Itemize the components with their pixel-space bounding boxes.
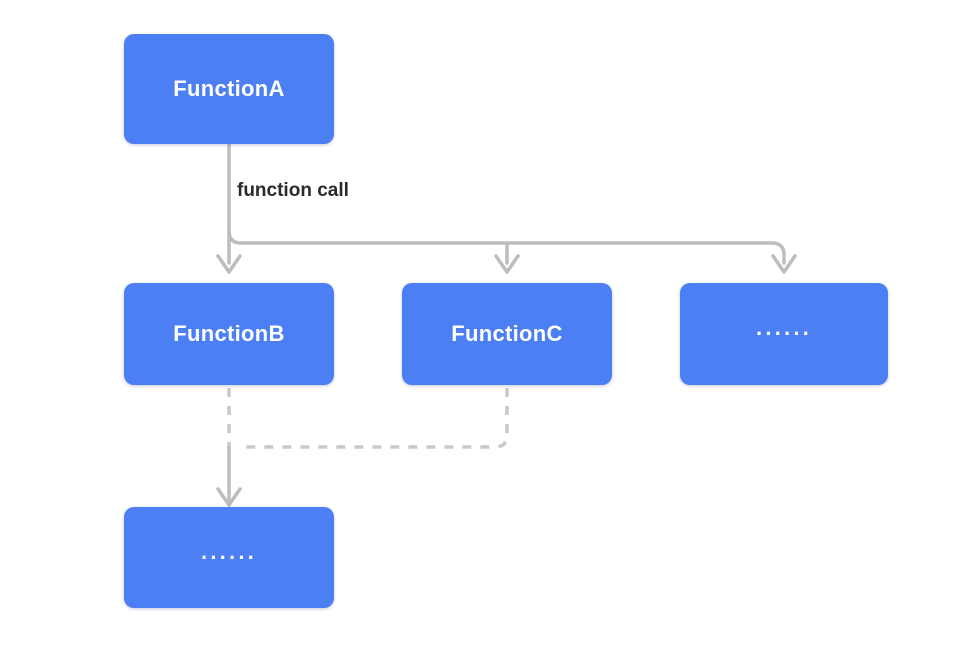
arrowhead-to-function-c: [494, 254, 520, 274]
node-function-a-label: FunctionA: [173, 76, 285, 101]
node-more-siblings-label: ······: [756, 321, 812, 346]
node-function-b[interactable]: FunctionB: [124, 283, 334, 385]
arrowhead-to-more-siblings: [771, 254, 797, 274]
edge-label-function-call: function call: [237, 180, 349, 201]
node-more-children[interactable]: ······: [124, 507, 334, 608]
edge-distribution-bar: [227, 229, 786, 265]
node-function-b-label: FunctionB: [173, 321, 285, 346]
node-function-c-label: FunctionC: [451, 321, 563, 346]
node-function-c[interactable]: FunctionC: [402, 283, 612, 385]
edge-dashed-from-function-c: [241, 388, 509, 449]
node-more-siblings[interactable]: ······: [680, 283, 888, 385]
node-more-children-label: ······: [201, 544, 257, 570]
arrowhead-to-function-b: [216, 254, 242, 274]
node-function-a[interactable]: FunctionA: [124, 34, 334, 144]
arrowhead-to-more-children: [216, 487, 242, 507]
